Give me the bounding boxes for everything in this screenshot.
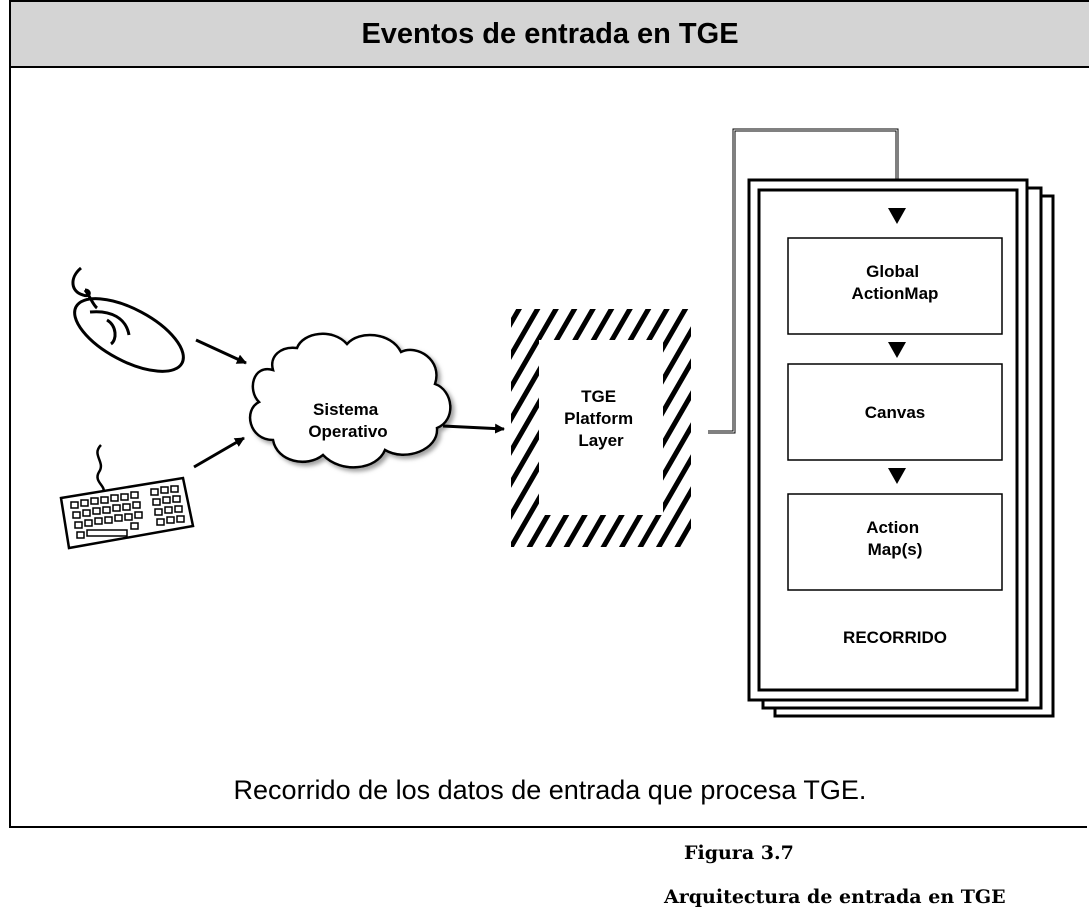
action-maps-label: Action Map(s) [866,518,924,559]
action-maps-label-line: Map(s) [868,540,923,559]
action-maps-box [787,493,1003,591]
architecture-diagram: Sistema Operativo TGE Platform Layer [59,128,1055,718]
canvas-label: Canvas [865,403,925,422]
diagram-title: Eventos de entrada en TGE [361,17,739,50]
global-actionmap-label-line: Global [866,262,919,281]
platform-label-line: Layer [578,431,624,450]
figure-number: Figura 3.7 [684,842,794,864]
title-bar: Eventos de entrada en TGE [11,0,1089,68]
global-to-canvas-arrow [888,342,906,358]
diagram-frame: Eventos de entrada en TGE [9,0,1089,828]
recorrido-label: RECORRIDO [843,628,947,647]
os-cloud [248,332,452,469]
canvas-box [787,363,1003,461]
os-to-platform-arrow [442,423,505,434]
platform-label-line: Platform [564,409,633,428]
figure-title: Arquitectura de entrada en TGE [664,886,1006,908]
diagram-caption: Recorrido de los datos de entrada que pr… [233,775,867,805]
os-label-line: Operativo [308,422,387,441]
global-entry-arrow [888,208,906,224]
platform-label-line: TGE [581,387,616,406]
action-maps-label-line: Action [866,518,919,537]
os-label-line: Sistema [313,400,379,419]
global-actionmap-label: Global ActionMap [852,262,939,303]
keyboard-to-os-arrow [193,436,245,469]
keyboard-icon [59,444,195,550]
global-actionmap-label-line: ActionMap [852,284,939,303]
platform-label: TGE Platform Layer [564,387,638,450]
global-actionmap-box [787,237,1003,335]
canvas-to-actionmap-arrow [888,468,906,484]
platform-layer-box [511,309,691,547]
mouse-to-os-arrow [195,338,247,365]
os-label: Sistema Operativo [308,400,387,441]
mouse-icon [71,266,185,373]
